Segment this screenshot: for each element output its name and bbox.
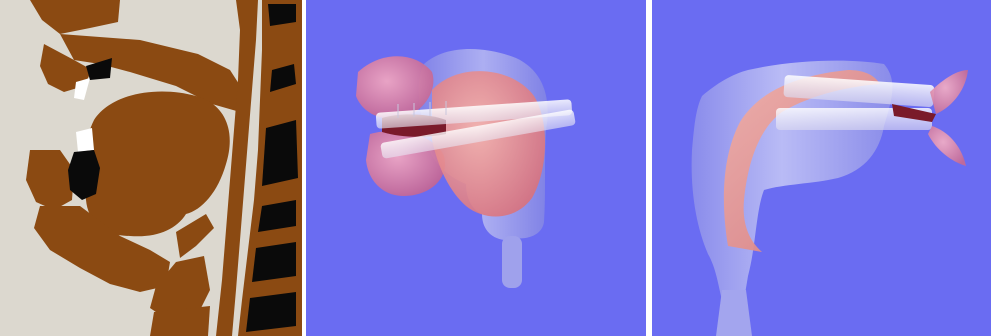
vertebra-4 [252,242,296,282]
lower-incisor [76,128,94,152]
midsagittal-diagram-panel [0,0,302,336]
model-3d-front-panel [306,0,646,336]
model-3d-front [306,0,646,336]
model-3d-side [652,0,991,336]
vertebra-5 [246,292,296,332]
trachea [716,290,752,336]
model-3d-side-panel [652,0,991,336]
midsagittal-diagram [0,0,302,336]
trachea [502,236,522,288]
vertebra-2 [262,120,298,186]
